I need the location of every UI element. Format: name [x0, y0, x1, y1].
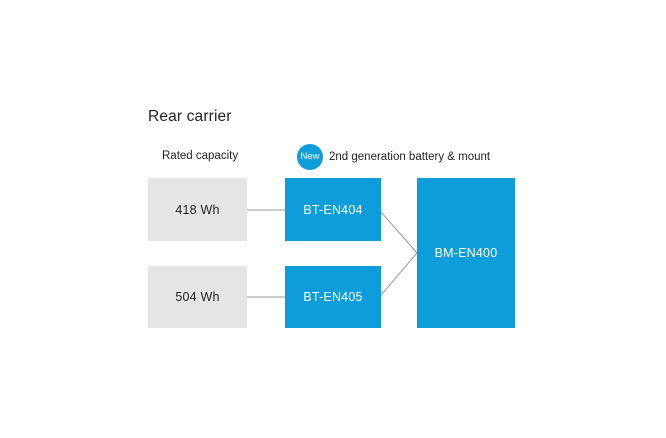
node-capacity-504wh: 504 Wh	[148, 266, 247, 328]
new-badge-icon: New	[297, 144, 323, 170]
new-feature-label: New 2nd generation battery & mount	[297, 144, 490, 170]
node-battery-bt-en404: BT-EN404	[285, 178, 381, 241]
connector-battery1-mount	[380, 211, 418, 254]
page-title: Rear carrier	[148, 108, 232, 125]
new-badge-caption: 2nd generation battery & mount	[329, 151, 491, 163]
node-battery-bt-en405: BT-EN405	[285, 266, 381, 328]
node-mount-bm-en400: BM-EN400	[417, 178, 515, 328]
node-capacity-418wh: 418 Wh	[148, 178, 247, 241]
column-label-rated-capacity: Rated capacity	[162, 150, 239, 162]
connector-battery2-mount	[380, 252, 418, 296]
